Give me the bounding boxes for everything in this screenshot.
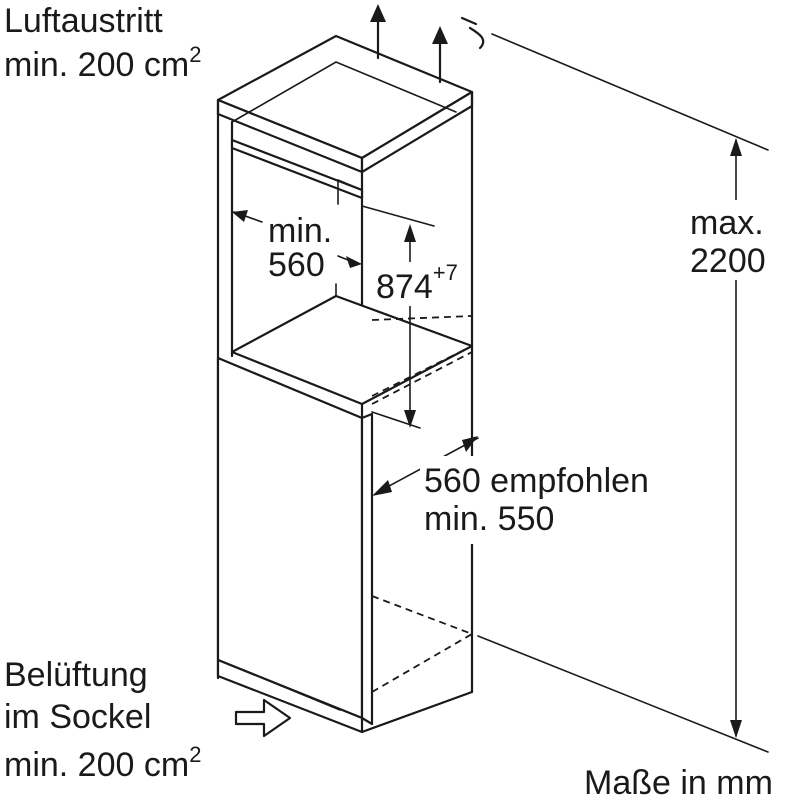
max-height-label-bg <box>684 200 788 280</box>
air-outlet-arrow-1-head <box>370 4 386 22</box>
niche-back-dashed-2 <box>371 345 473 397</box>
air-outlet-area: min. 200 cm2 <box>4 42 201 84</box>
ventilation-line-2: im Sockel <box>4 698 151 736</box>
cabinet-shelf <box>230 138 364 200</box>
max-height-dimension <box>477 33 788 753</box>
lower-dashed-1 <box>371 595 473 635</box>
niche-width-arrow-left <box>232 210 248 222</box>
niche-back-dashed-1 <box>371 315 473 321</box>
air-outlet-arrows <box>370 4 485 84</box>
text-labels: Luftaustritt min. 200 cm2 min. 560 874+7… <box>4 2 773 800</box>
max-height-top-extension <box>491 33 769 151</box>
ventilation-area: min. 200 cm2 <box>4 742 201 784</box>
niche-back-dashed-3 <box>371 351 473 405</box>
niche-height-arrow-top <box>404 224 416 242</box>
cabinet-drawing <box>216 34 474 734</box>
depth-label-bg <box>420 456 690 544</box>
niche-width-value: 560 <box>268 246 325 284</box>
ventilation-line-1: Belüftung <box>4 656 148 694</box>
appliance-door <box>216 356 364 720</box>
plinth-side <box>360 690 474 734</box>
depth-arrow-back <box>462 436 478 452</box>
ventilation-arrow <box>234 698 292 738</box>
depth-arrow-front <box>372 480 392 496</box>
units-note: Maße in mm <box>584 764 773 800</box>
air-outlet-arrow-2-head <box>432 26 448 44</box>
max-height-prefix: max. <box>690 204 764 242</box>
niche-height-top-extension <box>361 205 435 227</box>
max-height-value: 2200 <box>690 242 766 280</box>
max-height-bottom-extension <box>477 635 769 753</box>
lower-dashed-2 <box>371 633 473 693</box>
max-height-arrow-bottom <box>730 720 742 738</box>
niche-height-dimension <box>371 224 468 429</box>
niche-width-dimension <box>232 205 435 268</box>
max-height-arrow-top <box>730 138 742 156</box>
air-outlet-title: Luftaustritt <box>4 2 163 40</box>
cabinet-inner-back <box>231 61 457 123</box>
depth-recommended-label: 560 empfohlen <box>424 462 649 500</box>
niche-width-min-label: min. <box>268 212 332 250</box>
cabinet-top-face <box>216 34 474 160</box>
cabinet-shelf-back <box>337 179 363 191</box>
depth-dimension <box>372 436 690 544</box>
niche-height-label: 874+7 <box>376 260 458 306</box>
plinth-top-line <box>227 663 341 711</box>
niche-height-arrow-bottom <box>404 410 416 428</box>
ventilation-arrow-shape <box>234 698 292 738</box>
air-outlet-symbol <box>460 16 485 50</box>
niche-height-label-bg <box>372 262 468 306</box>
niche-height-bottom-extension <box>371 411 421 429</box>
niche-width-arrow-right <box>346 256 362 268</box>
appliance-door-side <box>360 412 374 726</box>
depth-min-label: min. 550 <box>424 500 554 538</box>
